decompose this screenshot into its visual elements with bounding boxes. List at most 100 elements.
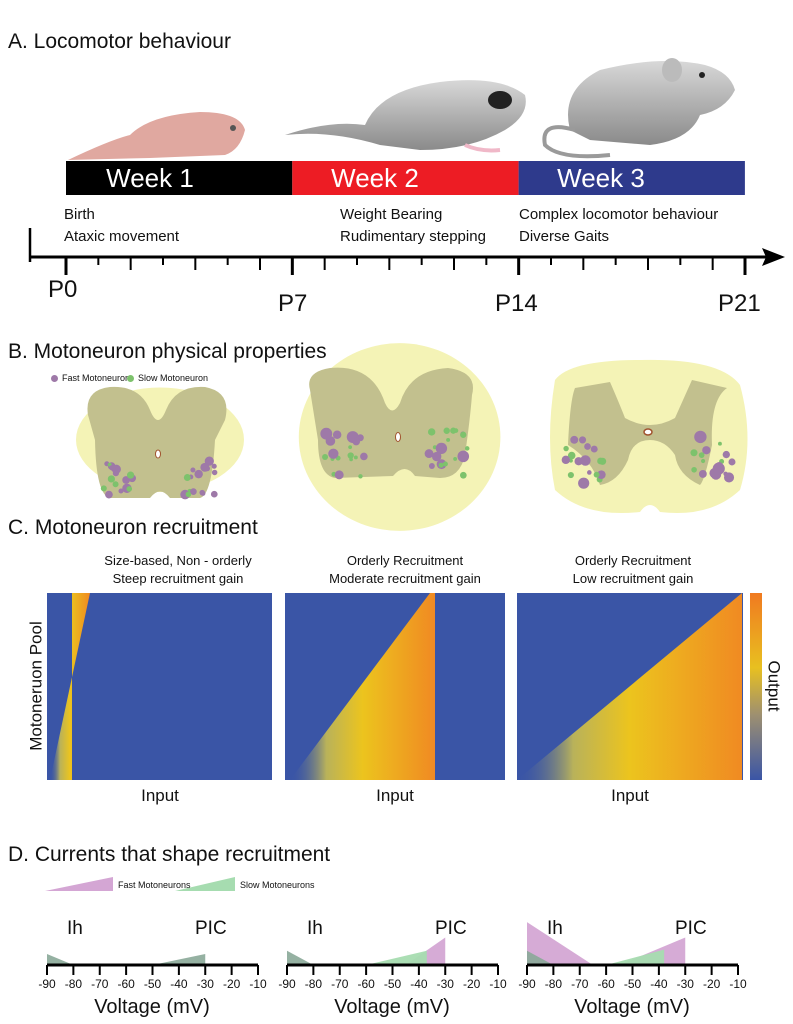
tick-label: -50 <box>383 977 402 991</box>
tick-label: -70 <box>91 977 109 991</box>
fast-motoneuron <box>118 488 124 494</box>
fast-motoneuron <box>204 456 214 466</box>
motoneuron-dots <box>100 427 736 500</box>
heatmap-1-line2: Steep recruitment gain <box>112 571 244 586</box>
slow-motoneuron <box>563 445 569 452</box>
slow-motoneuron <box>690 449 698 457</box>
fast-motoneuron <box>194 469 203 479</box>
slow-motoneuron <box>718 441 722 446</box>
fast-motoneuron <box>561 455 571 465</box>
tick-label: -70 <box>331 977 349 991</box>
slow-legend-swatch <box>175 877 235 891</box>
fast-motoneuron <box>105 490 113 499</box>
heatmap-3-line2: Low recruitment gain <box>572 571 694 586</box>
fast-motoneuron <box>694 430 707 444</box>
slow-motoneuron <box>427 428 436 436</box>
slow-motoneuron <box>126 486 133 492</box>
tick-label: -30 <box>676 977 694 991</box>
milestone-stepping: Rudimentary stepping <box>340 228 486 245</box>
fast-motoneuron <box>360 452 368 461</box>
slow-motoneuron <box>446 437 451 442</box>
slow-legend: Slow Motoneuron <box>138 373 209 383</box>
slow-motoneuron <box>698 452 705 458</box>
fast-motoneuron <box>190 488 197 495</box>
fast-motoneuron <box>210 490 218 498</box>
week-2-label: Week 2 <box>331 163 419 193</box>
pic-label-2: PIC <box>435 918 467 939</box>
tick-label: -50 <box>143 977 162 991</box>
fast-legend-swatch <box>45 877 113 891</box>
newborn-mouse-illustration <box>68 112 245 160</box>
slow-motoneuron <box>185 491 192 498</box>
fast-motoneuron <box>590 445 598 453</box>
panel-c-title: C. Motoneuron recruitment <box>8 516 258 539</box>
tick-label: -90 <box>518 977 536 991</box>
day-p21: P21 <box>718 290 761 317</box>
milestone-gaits: Diverse Gaits <box>519 228 610 245</box>
milestone-weight-bearing: Weight Bearing <box>340 206 443 223</box>
slow-motoneuron <box>100 485 107 492</box>
juvenile-mouse-illustration <box>285 80 526 153</box>
heatmap-1-xlabel: Input <box>141 786 179 805</box>
tick-label: -10 <box>489 977 507 991</box>
slow-motoneuron <box>567 471 574 479</box>
day-p0: P0 <box>48 276 78 303</box>
slow-motoneuron <box>107 475 115 483</box>
week-bar-1 <box>66 161 293 195</box>
milestone-complex: Complex locomotor behaviour <box>519 206 719 223</box>
slow-motoneuron <box>599 457 607 465</box>
tick-label: -10 <box>249 977 267 991</box>
fast-motoneuron <box>334 470 344 480</box>
pic-slow-triangle <box>366 950 427 965</box>
ih-label-2: Ih <box>307 918 323 939</box>
xlabel-label-2: Voltage (mV) <box>334 996 450 1018</box>
arrow-head-icon <box>762 248 785 266</box>
day-p7: P7 <box>278 290 308 317</box>
fast-motoneuron <box>584 443 591 450</box>
slow-motoneuron <box>183 474 191 481</box>
heatmap-2-line1: Orderly Recruitment <box>346 553 464 568</box>
tick-label: -80 <box>544 977 563 991</box>
fast-motoneuron <box>570 435 579 444</box>
xlabel-label-1: Voltage (mV) <box>94 996 210 1018</box>
fast-dot-icon <box>51 375 58 382</box>
slow-motoneuron <box>438 462 444 468</box>
heatmap-1-line1: Size-based, Non - orderly <box>104 553 252 568</box>
fast-motoneuron <box>332 430 342 439</box>
ih-overlap-triangle <box>47 954 74 965</box>
week-1-label: Week 1 <box>106 163 194 193</box>
fast-motoneuron <box>190 467 196 473</box>
slow-motoneuron <box>459 471 467 479</box>
fast-motoneuron <box>699 470 706 478</box>
ih-fast-triangle <box>527 922 593 965</box>
panel-d-title: D. Currents that shape recruitment <box>8 843 331 866</box>
spinal-cord-p0 <box>76 386 244 498</box>
week-bar-3 <box>518 161 745 195</box>
panel-a-title: A. Locomotor behaviour <box>8 30 231 53</box>
heatmap-2-line2: Moderate recruitment gain <box>329 571 481 586</box>
slow-motoneuron <box>353 455 358 460</box>
slow-motoneuron <box>453 428 459 433</box>
pic-overlap-triangle <box>152 954 206 965</box>
fast-motoneuron <box>122 476 130 484</box>
slow-motoneuron <box>460 431 467 438</box>
slow-motoneuron <box>691 466 697 473</box>
panel-b-title: B. Motoneuron physical properties <box>8 340 327 363</box>
slow-currents-legend: Slow Motoneurons <box>240 880 315 890</box>
fast-motoneuron <box>211 469 218 476</box>
colorbar-label: Output <box>764 660 784 712</box>
slow-motoneuron <box>700 458 706 464</box>
heatmap-2-xlabel: Input <box>376 786 414 805</box>
tick-label: -60 <box>357 977 375 991</box>
current-plots <box>46 922 739 975</box>
tick-label: -20 <box>702 977 721 991</box>
tick-label: -30 <box>196 977 214 991</box>
fast-motoneuron <box>578 477 590 489</box>
fast-motoneuron <box>424 449 434 459</box>
tick-label: -60 <box>597 977 615 991</box>
fast-motoneuron <box>435 442 448 455</box>
milestone-birth: Birth <box>64 206 95 223</box>
slow-motoneuron <box>442 461 448 467</box>
